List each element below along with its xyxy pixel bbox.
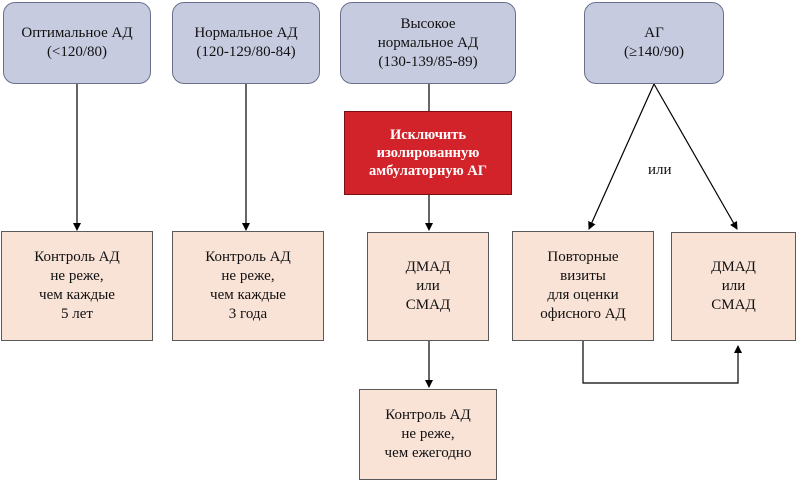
normal-bp-range: (120-129/80-84) <box>196 44 296 60</box>
high-normal-bp-label-1: Высокое <box>400 15 456 32</box>
control-every-3-years-box: Контроль АД не реже, чем каждые 3 года <box>172 231 324 341</box>
hypertension-range: (≥140/90) <box>624 44 684 60</box>
control-yearly-box: Контроль АД не реже, чем ежегодно <box>359 389 497 480</box>
control-yearly-line-1: Контроль АД <box>385 407 471 423</box>
dmad-2-line-2: или <box>721 278 746 294</box>
repeat-visits-line-4: офисного АД <box>540 306 626 322</box>
exclude-line-3: амбулаторную АГ <box>369 163 487 179</box>
control-yearly-line-2: не реже, <box>401 426 455 442</box>
hypertension-box: АГ (≥140/90) <box>584 2 724 84</box>
dmad-2-line-1: ДМАД <box>711 259 756 275</box>
control-3-line-1: Контроль АД <box>205 249 291 265</box>
high-normal-bp-box: Высокое нормальное АД (130-139/85-89) <box>340 2 516 84</box>
control-5-line-4: 5 лет <box>61 306 93 322</box>
arrow-repeat-visits-to-dmad <box>582 341 742 384</box>
normal-bp-label: Нормальное АД <box>194 25 298 41</box>
optimal-bp-label: Оптимальное АД <box>21 25 133 41</box>
repeat-visits-line-2: визиты <box>560 268 606 284</box>
high-normal-bp-range: (130-139/85-89) <box>378 53 478 70</box>
control-3-line-2: не реже, <box>221 268 275 284</box>
normal-bp-box: Нормальное АД (120-129/80-84) <box>172 2 320 84</box>
optimal-bp-box: Оптимальное АД (<120/80) <box>3 2 151 84</box>
dmad-2-line-3: СМАД <box>711 297 756 313</box>
optimal-bp-range: (<120/80) <box>46 44 108 60</box>
home-or-ambulatory-monitoring-box-2: ДМАД или СМАД <box>671 232 796 341</box>
control-3-line-3: чем каждые <box>210 287 286 303</box>
or-label: или <box>648 162 672 178</box>
control-5-line-2: не реже, <box>50 268 104 284</box>
repeat-visits-line-1: Повторные <box>547 249 619 265</box>
dmad-1-line-1: ДМАД <box>405 259 451 275</box>
control-5-line-3: чем каждые <box>39 287 115 303</box>
high-normal-bp-label-2: нормальное АД <box>377 34 479 51</box>
home-or-ambulatory-monitoring-box-1: ДМАД или СМАД <box>367 232 489 341</box>
exclude-line-1: Исключить <box>389 127 467 143</box>
control-every-5-years-box: Контроль АД не реже, чем каждые 5 лет <box>1 231 153 341</box>
control-yearly-line-3: чем ежегодно <box>384 445 472 461</box>
arrow-ag-to-dmad <box>653 83 738 230</box>
dmad-1-line-2: или <box>416 278 440 294</box>
repeat-visits-line-3: для оценки <box>547 287 619 303</box>
hypertension-label: АГ <box>644 25 664 41</box>
repeat-office-visits-box: Повторные визиты для оценки офисного АД <box>512 231 654 341</box>
dmad-1-line-3: СМАД <box>405 297 451 313</box>
exclude-isolated-ambulatory-ah-box: Исключить изолированную амбулаторную АГ <box>344 111 512 195</box>
control-5-line-1: Контроль АД <box>34 249 120 265</box>
exclude-line-2: изолированную <box>376 145 480 161</box>
arrow-ag-to-repeat-visits <box>588 83 655 230</box>
control-3-line-4: 3 года <box>228 306 268 322</box>
